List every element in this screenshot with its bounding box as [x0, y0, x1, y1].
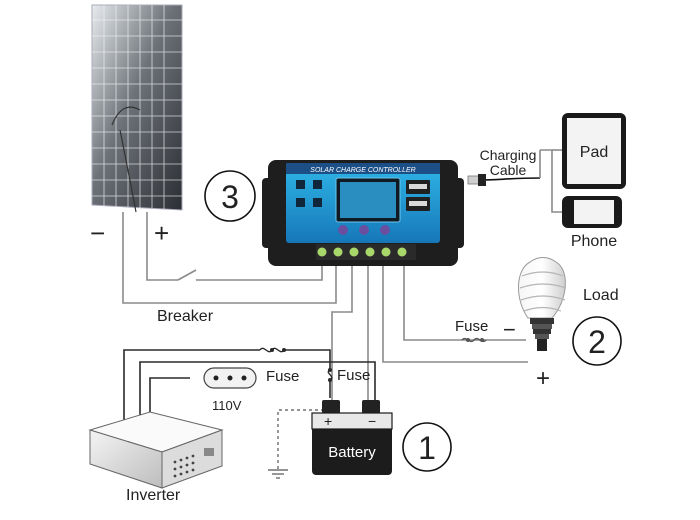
breaker-label: Breaker — [157, 308, 214, 325]
fuse-battery-label: Fuse — [337, 367, 370, 384]
pad-label: Pad — [580, 144, 608, 161]
battery-minus-label: − — [368, 413, 376, 429]
usb-plug-icon — [467, 174, 486, 186]
phone-label: Phone — [571, 233, 617, 250]
ground-icon — [268, 469, 288, 479]
load-minus-label: − — [503, 317, 516, 342]
fuse-load-label: Fuse — [455, 318, 488, 335]
inverter-icon — [88, 411, 224, 489]
callout-1-number: 1 — [418, 430, 436, 466]
callout-3: 3 — [204, 170, 256, 222]
fuse-icon — [259, 347, 290, 353]
power-outlet-icon — [203, 367, 257, 389]
callout-2: 2 — [572, 316, 622, 366]
fuse-icon — [461, 337, 487, 343]
tablet-icon — [562, 113, 626, 189]
battery-plus-label: + — [324, 413, 332, 429]
fuse-inverter-label: Fuse — [266, 368, 299, 385]
load-label: Load — [583, 287, 619, 304]
inverter-label: Inverter — [126, 487, 181, 504]
fuse-icon — [327, 368, 333, 382]
light-bulb-icon — [518, 257, 567, 351]
panel-minus-label: − — [90, 218, 105, 248]
phone-icon — [562, 196, 622, 228]
load-plus-label: + — [536, 365, 550, 392]
charge-controller: SOLAR CHARGE CONTROLLER — [262, 160, 464, 266]
solar-panel — [91, 4, 183, 213]
panel-plus-label: + — [154, 218, 169, 248]
controller-title: SOLAR CHARGE CONTROLLER — [310, 167, 415, 174]
callout-1: 1 — [402, 422, 452, 472]
battery-label: Battery — [328, 444, 376, 461]
charging-cable-label-line1: Charging — [480, 147, 537, 163]
callout-3-number: 3 — [221, 179, 239, 215]
battery-icon — [311, 400, 393, 475]
voltage-label: 110V — [212, 398, 242, 413]
callout-2-number: 2 — [588, 324, 606, 360]
ground-wire — [277, 409, 324, 470]
charging-cable-label-line2: Cable — [490, 162, 527, 178]
